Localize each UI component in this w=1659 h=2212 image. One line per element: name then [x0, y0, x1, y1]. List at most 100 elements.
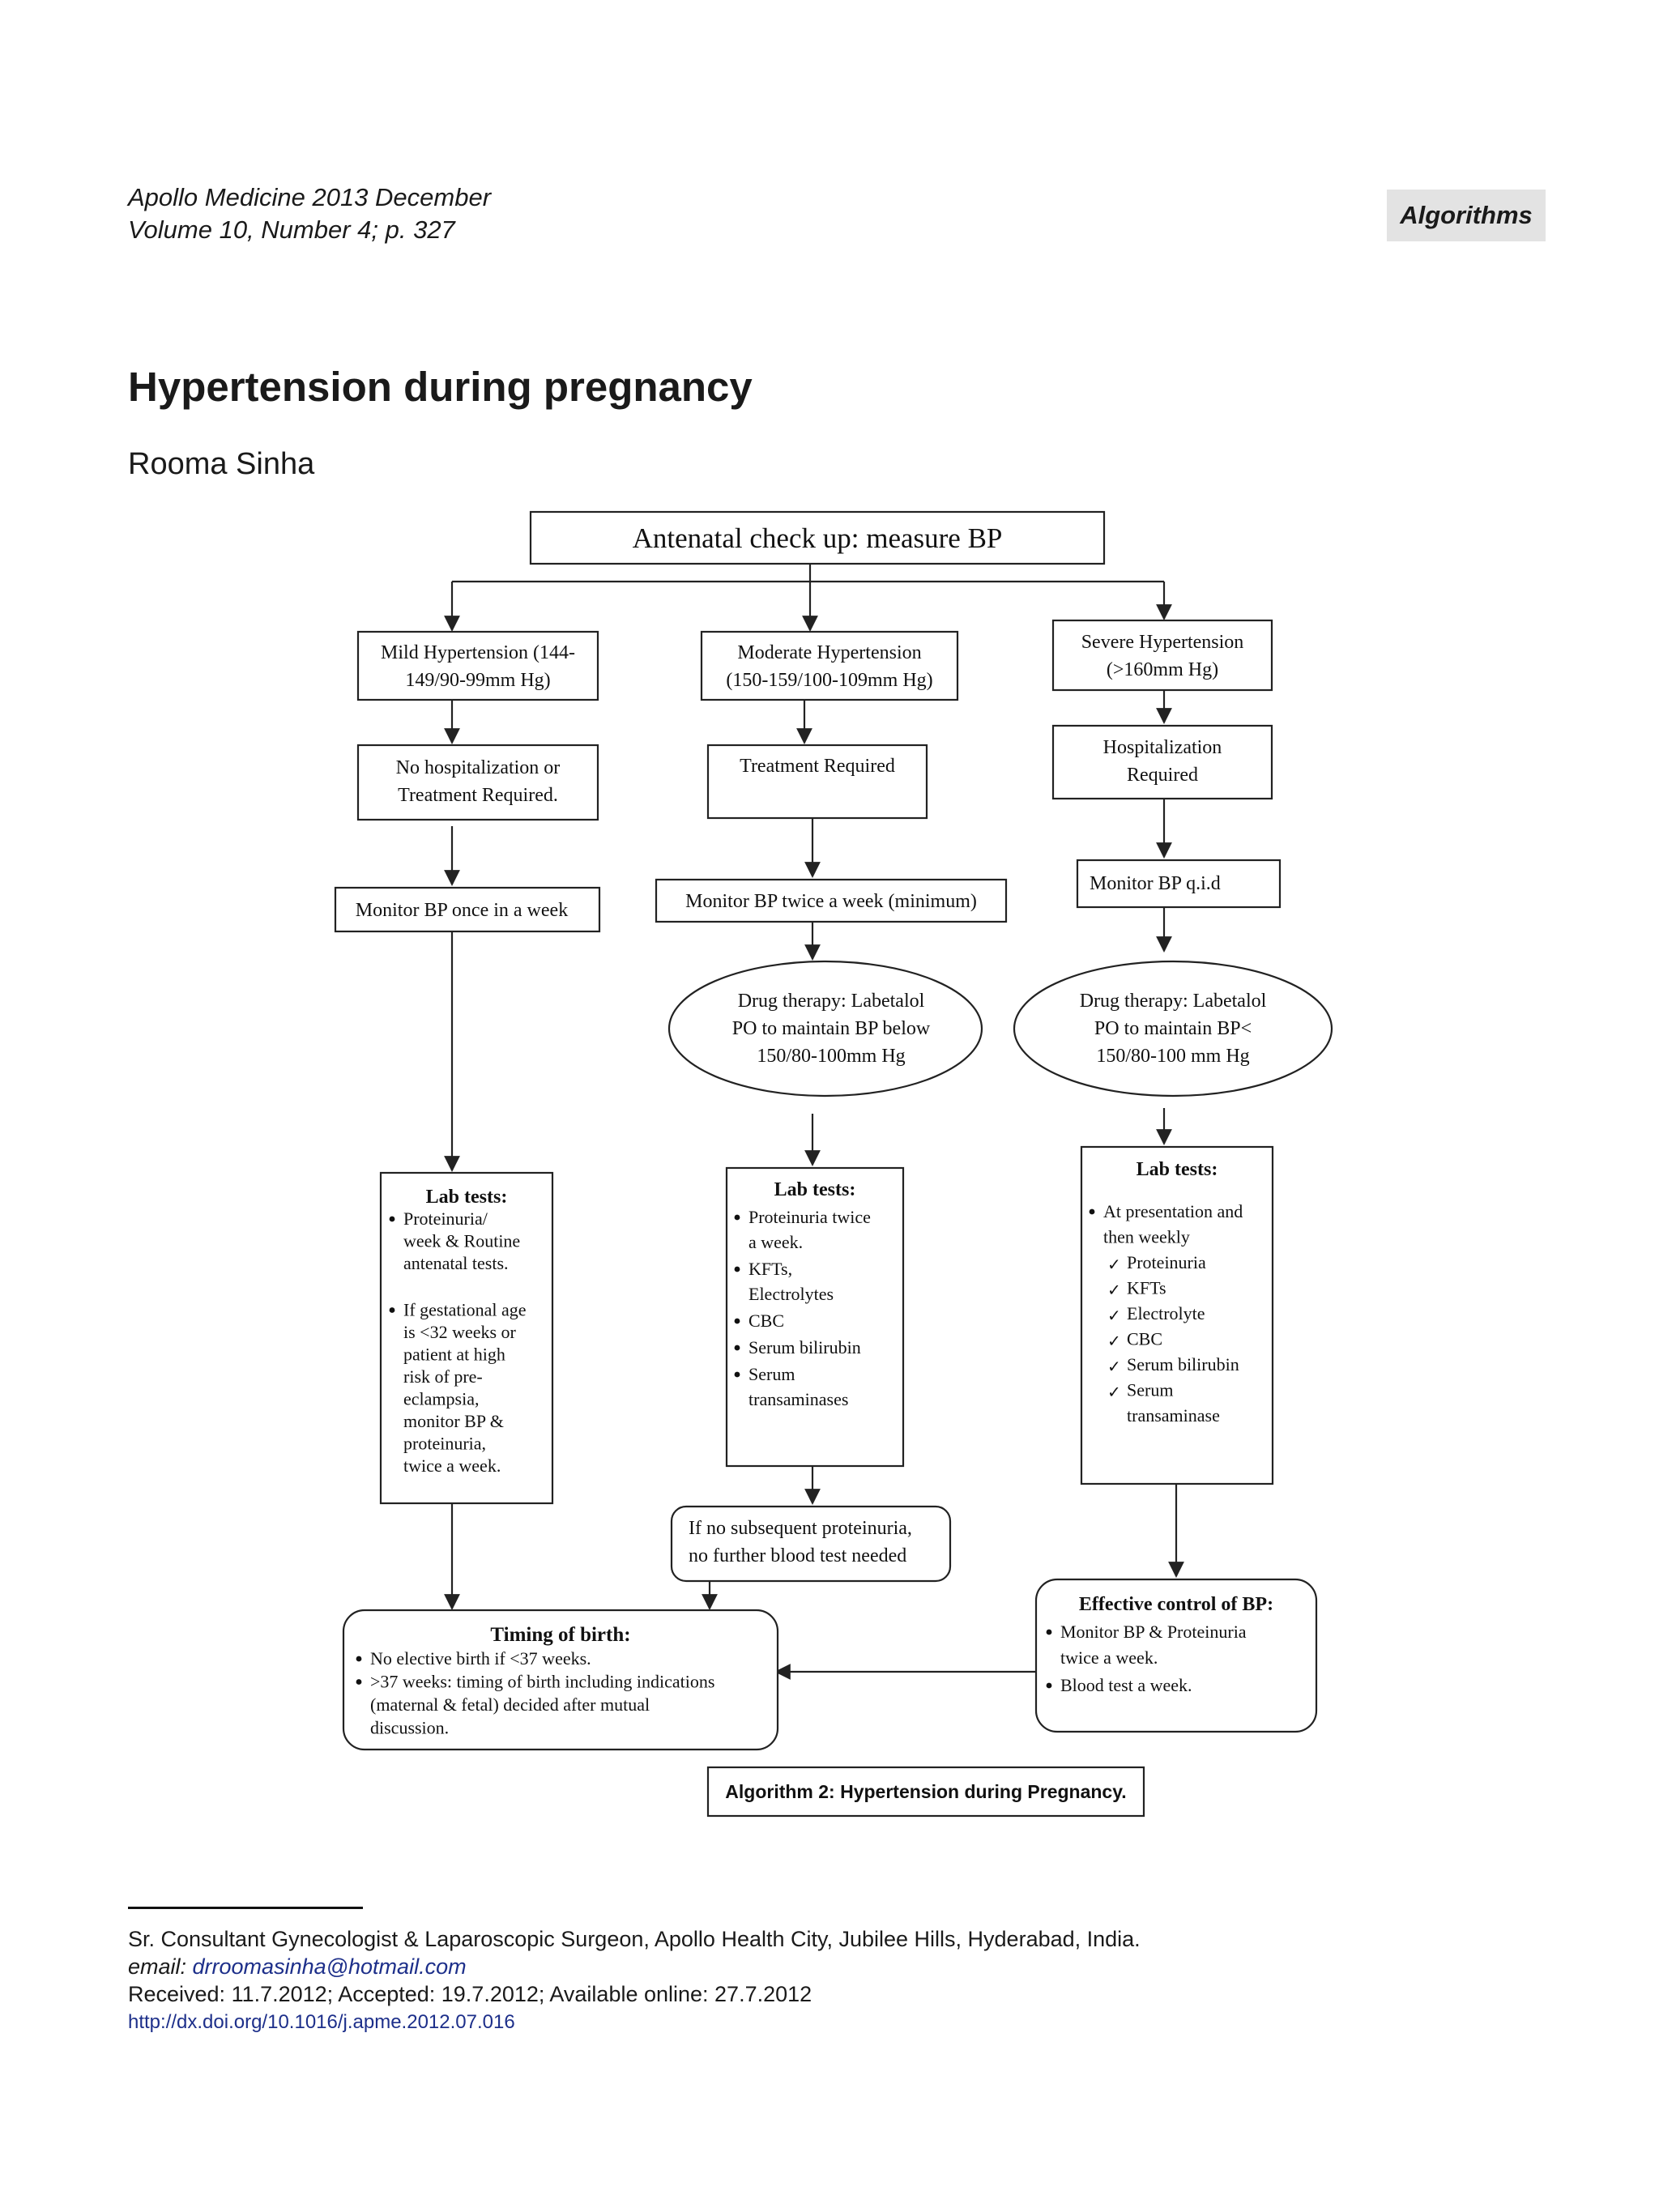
- bullet-icon: [734, 1345, 740, 1351]
- severe-labtests-node-border: [1080, 1145, 1274, 1485]
- bullet-icon: [389, 1307, 395, 1313]
- mild-monitor-label: Monitor BP once in a week: [356, 900, 568, 921]
- section-badge: Algorithms: [1387, 190, 1546, 241]
- mild-labtests-item: risk of pre-: [403, 1366, 483, 1387]
- moderate-labtests-item: Electrolytes: [748, 1284, 834, 1304]
- severe-action-label: Hospitalization: [1103, 737, 1222, 758]
- severe-labtests-item: Proteinuria: [1127, 1252, 1206, 1272]
- mild-monitor-node-border: [334, 886, 601, 933]
- severe-control-item: Blood test a week.: [1060, 1675, 1192, 1695]
- check-icon: ✓: [1107, 1307, 1121, 1325]
- severe-control-item: Monitor BP & Proteinuria: [1060, 1622, 1247, 1642]
- article-title: Hypertension during pregnancy: [128, 364, 753, 410]
- email-label: email:: [128, 1954, 193, 1979]
- check-icon: ✓: [1107, 1384, 1121, 1402]
- severe-drug-label: 150/80-100 mm Hg: [1096, 1046, 1249, 1067]
- author-email: email: drroomasinha@hotmail.com: [128, 1953, 467, 1980]
- moderate-drug-label: PO to maintain BP below: [732, 1018, 931, 1039]
- doi-link[interactable]: http://dx.doi.org/10.1016/j.apme.2012.07…: [128, 2011, 515, 2033]
- mild-labtests-item: monitor BP &: [403, 1411, 504, 1431]
- severe-category-node-border: [1051, 619, 1273, 692]
- bullet-icon: [356, 1679, 362, 1685]
- moderate-action-node-border: [706, 744, 928, 820]
- mild-monitor-node: Monitor BP once in a week: [334, 886, 601, 933]
- mild-labtests-item: is <32 weeks or: [403, 1322, 517, 1342]
- mild-labtests-item: proteinuria,: [403, 1434, 486, 1454]
- bullet-icon: [389, 1216, 395, 1222]
- moderate-monitor-label: Monitor BP twice a week (minimum): [685, 891, 977, 912]
- bullet-icon: [1046, 1629, 1052, 1635]
- moderate-drug-node-border: [667, 960, 983, 1097]
- mild-action-node: No hospitalization or Treatment Required.: [356, 744, 599, 821]
- footnote-divider: [128, 1907, 363, 1909]
- moderate-labtests-item: Serum: [748, 1364, 795, 1384]
- moderate-labtests-node: Lab tests: Proteinuria twice a week. KFTs, E…: [725, 1166, 905, 1468]
- moderate-labtests-item: KFTs,: [748, 1259, 792, 1279]
- moderate-followup-label: If no subsequent proteinuria,: [689, 1518, 912, 1539]
- mild-category-node: Mild Hypertension (144- 149/90-99mm Hg): [356, 630, 599, 701]
- birth-timing-item: >37 weeks: timing of birth including ind…: [370, 1672, 714, 1692]
- moderate-category-label: Moderate Hypertension: [737, 642, 921, 663]
- moderate-labtests-item: Serum bilirubin: [748, 1337, 861, 1357]
- severe-labtests-item: Electrolyte: [1127, 1303, 1205, 1323]
- start-node-border: [529, 510, 1106, 565]
- severe-labtests-item: Serum: [1127, 1380, 1173, 1400]
- algorithm-caption-label: Algorithm 2: Hypertension during Pregnan…: [725, 1781, 1126, 1802]
- severe-labtests-item: CBC: [1127, 1329, 1162, 1349]
- mild-action-label: Treatment Required.: [398, 785, 558, 806]
- check-icon: ✓: [1107, 1333, 1121, 1351]
- severe-labtests-item: transaminase: [1127, 1405, 1220, 1426]
- severe-monitor-node-border: [1076, 859, 1282, 909]
- severe-labtests-node: Lab tests: At presentation and then weekly…: [1080, 1145, 1274, 1485]
- moderate-monitor-node-border: [655, 878, 1008, 923]
- check-icon: ✓: [1107, 1282, 1121, 1300]
- birth-timing-item: No elective birth if <37 weeks.: [370, 1648, 591, 1669]
- mild-labtests-item: Proteinuria/: [403, 1208, 488, 1229]
- moderate-labtests-item: a week.: [748, 1232, 803, 1252]
- severe-labtests-intro: At presentation and: [1103, 1201, 1243, 1221]
- mild-labtests-item: patient at high: [403, 1345, 505, 1365]
- severe-control-node-border: [1034, 1578, 1318, 1733]
- severe-labtests-item: KFTs: [1127, 1278, 1166, 1298]
- bullet-icon: [734, 1318, 740, 1324]
- bullet-icon: [1046, 1682, 1052, 1689]
- journal-citation-line-2: Volume 10, Number 4; p. 327: [128, 215, 455, 244]
- mild-action-label: No hospitalization or: [396, 757, 561, 778]
- author-affiliation: Sr. Consultant Gynecologist & Laparoscop…: [128, 1927, 1141, 1951]
- bullet-icon: [356, 1656, 362, 1662]
- moderate-followup-label: no further blood test needed: [689, 1545, 906, 1566]
- severe-category-label: (>160mm Hg): [1107, 659, 1218, 680]
- moderate-drug-label: Drug therapy: Labetalol: [738, 991, 925, 1012]
- algorithm-caption-border: [706, 1766, 1145, 1818]
- severe-labtests-intro: then weekly: [1103, 1227, 1190, 1247]
- severe-control-item: twice a week.: [1060, 1647, 1158, 1668]
- moderate-category-node-border: [700, 630, 959, 701]
- moderate-followup-node-border: [670, 1505, 952, 1583]
- mild-labtests-item: week & Routine: [403, 1231, 520, 1251]
- severe-monitor-node: Monitor BP q.i.d: [1076, 859, 1282, 909]
- mild-category-node-border: [356, 630, 599, 701]
- journal-citation-line-1: Apollo Medicine 2013 December: [128, 183, 492, 211]
- moderate-labtests-item: CBC: [748, 1311, 784, 1331]
- moderate-labtests-item: Proteinuria twice: [748, 1207, 871, 1227]
- moderate-drug-node: Drug therapy: Labetalol PO to maintain BP…: [667, 960, 983, 1097]
- email-link[interactable]: drroomasinha@hotmail.com: [192, 1954, 467, 1979]
- moderate-action-node: Treatment Required: [706, 744, 928, 820]
- severe-action-node-border: [1051, 724, 1273, 800]
- mild-category-label: 149/90-99mm Hg): [405, 670, 550, 691]
- mild-category-label: Mild Hypertension (144-: [381, 642, 575, 663]
- birth-timing-node: Timing of birth:No elective birth if <37…: [342, 1609, 779, 1751]
- severe-category-node: Severe Hypertension(>160mm Hg): [1051, 619, 1273, 692]
- severe-drug-label: PO to maintain BP<: [1094, 1018, 1252, 1039]
- mild-labtests-item: eclampsia,: [403, 1389, 479, 1409]
- moderate-labtests-node-border: [725, 1166, 905, 1468]
- moderate-labtests-title: Lab tests:: [774, 1179, 856, 1200]
- severe-labtests-title: Lab tests:: [1137, 1159, 1218, 1180]
- severe-action-label: Required: [1127, 765, 1198, 786]
- bullet-icon: [734, 1214, 740, 1221]
- birth-timing-item: (maternal & fetal) decided after mutual: [370, 1694, 650, 1715]
- mild-labtests-item: If gestational age: [403, 1300, 527, 1320]
